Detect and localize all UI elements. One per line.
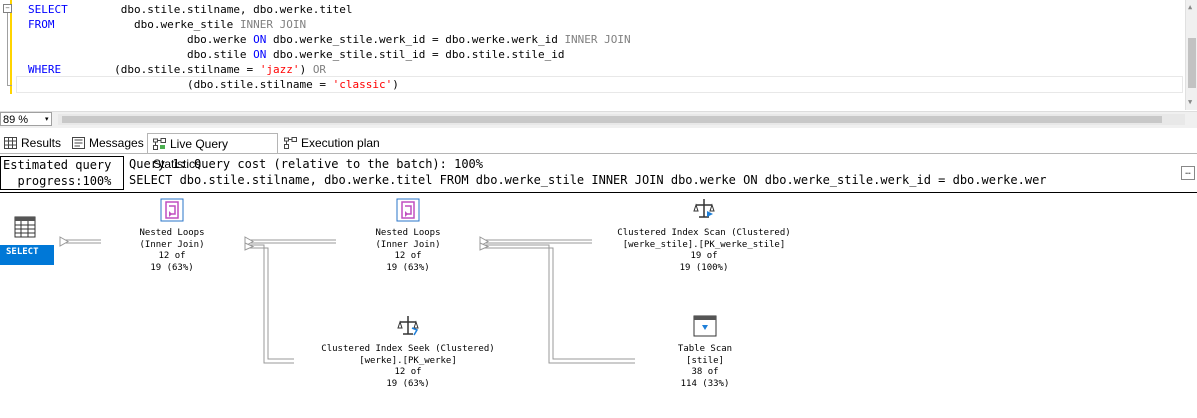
messages-icon — [72, 137, 85, 149]
query-cost: Query 1: Query cost (relative to the bat… — [129, 156, 1184, 172]
op-estimate: 19 (100%) — [592, 263, 816, 275]
live-stats-icon — [153, 138, 166, 150]
op-rows: 12 of — [348, 251, 468, 263]
zoom-select[interactable]: 89 % ▾ — [0, 112, 52, 126]
code-line-2[interactable]: FROM dbo.werke_stile INNER JOIN — [28, 17, 306, 32]
code-text: dbo.werke_stile.stil_id = dbo.stile.stil… — [266, 48, 564, 61]
code-text: dbo.stile.stilname, dbo.werke.titel — [68, 3, 353, 16]
fold-guide — [7, 13, 8, 85]
join-keyword: INNER JOIN — [240, 18, 306, 31]
nested-loops-label: Nested Loops(Inner Join)12 of19 (63%) — [348, 228, 468, 274]
code-line-4[interactable]: dbo.stile ON dbo.werke_stile.stil_id = d… — [28, 47, 564, 62]
or-keyword: OR — [313, 63, 326, 76]
scrollbar-thumb[interactable] — [1188, 38, 1196, 88]
estimated-progress: Estimated query progress:100% — [0, 156, 124, 190]
op-rows: 19 of — [592, 251, 816, 263]
op-name: Clustered Index Seek (Clustered) — [296, 344, 520, 356]
clustered-index-scan-label: Clustered Index Scan (Clustered)[werke_s… — [592, 228, 816, 274]
code-text: (dbo.stile.stilname = — [61, 63, 260, 76]
op-rows: 12 of — [112, 251, 232, 263]
tab-messages[interactable]: Messages — [72, 133, 144, 153]
op-name: Table Scan — [630, 344, 780, 356]
tab-label: Messages — [89, 136, 144, 150]
string-literal: 'jazz' — [260, 63, 300, 76]
keyword: ON — [253, 33, 266, 46]
execution-plan-diagram[interactable]: SELECT Nested Loops(Inner Join)12 of19 (… — [0, 193, 1197, 418]
nested-loops-icon[interactable] — [396, 198, 420, 222]
tab-label: Execution plan — [301, 136, 380, 150]
scroll-down-icon[interactable]: ▼ — [1188, 98, 1192, 106]
code-text: dbo.werke_stile — [55, 18, 240, 31]
expand-query-button[interactable]: … — [1181, 166, 1195, 180]
op-name: Nested Loops — [348, 228, 468, 240]
table-scan-icon[interactable] — [693, 315, 717, 337]
code-text: ) — [392, 78, 399, 91]
zoom-bar: 89 % ▾ — [0, 111, 1197, 128]
code-text: ) — [300, 63, 313, 76]
query-info: Query 1: Query cost (relative to the bat… — [126, 156, 1184, 190]
op-subtype: (Inner Join) — [348, 240, 468, 252]
tab-label: Results — [21, 136, 61, 150]
collapse-toggle[interactable]: − — [3, 4, 12, 13]
chevron-down-icon[interactable]: ▾ — [45, 113, 49, 127]
op-object: [stile] — [630, 356, 780, 368]
fold-guide-end — [7, 85, 12, 86]
nested-loops-label: Nested Loops(Inner Join)12 of19 (63%) — [112, 228, 232, 274]
code-text: dbo.werke_stile.werk_id = dbo.werke.werk… — [266, 33, 564, 46]
code-line-5[interactable]: WHERE (dbo.stile.stilname = 'jazz') OR — [28, 62, 326, 77]
op-rows: 12 of — [296, 367, 520, 379]
table-scan-label: Table Scan[stile]38 of114 (33%) — [630, 344, 780, 390]
tab-execution-plan[interactable]: Execution plan — [284, 133, 380, 153]
code-line-3[interactable]: dbo.werke ON dbo.werke_stile.werk_id = d… — [28, 32, 631, 47]
op-rows: 38 of — [630, 367, 780, 379]
join-keyword: INNER JOIN — [564, 33, 630, 46]
keyword: SELECT — [28, 3, 68, 16]
select-node-icon[interactable] — [14, 216, 36, 238]
tab-live-query-statistics[interactable]: Live Query Statistics — [147, 133, 278, 153]
scroll-up-icon[interactable]: ▲ — [1188, 3, 1192, 11]
code-text: (dbo.stile.stilname = — [28, 78, 333, 91]
keyword: ON — [253, 48, 266, 61]
plan-connectors — [0, 193, 1197, 418]
clustered-index-seek-label: Clustered Index Seek (Clustered)[werke].… — [296, 344, 520, 390]
keyword: WHERE — [28, 63, 61, 76]
execution-plan-icon — [284, 137, 297, 149]
op-estimate: 19 (63%) — [348, 263, 468, 275]
vertical-scrollbar[interactable] — [1185, 0, 1197, 110]
horizontal-scrollbar[interactable] — [58, 114, 1185, 125]
clustered-index-seek-icon[interactable] — [396, 314, 420, 338]
query-stats-header: Estimated query progress:100% Query 1: Q… — [0, 154, 1197, 193]
op-subtype: (Inner Join) — [112, 240, 232, 252]
op-estimate: 114 (33%) — [630, 379, 780, 391]
grid-icon — [4, 137, 17, 149]
op-name: Nested Loops — [112, 228, 232, 240]
query-text: SELECT dbo.stile.stilname, dbo.werke.tit… — [129, 172, 1184, 188]
code-text: dbo.werke — [28, 33, 253, 46]
select-node-label[interactable]: SELECT — [0, 245, 54, 265]
op-object: [werke].[PK_werke] — [296, 356, 520, 368]
string-literal: 'classic' — [333, 78, 393, 91]
op-estimate: 19 (63%) — [296, 379, 520, 391]
clustered-index-scan-icon[interactable] — [692, 197, 716, 221]
nested-loops-icon[interactable] — [160, 198, 184, 222]
zoom-value: 89 % — [3, 114, 28, 126]
code-line-6[interactable]: (dbo.stile.stilname = 'classic') — [28, 77, 399, 92]
code-line-1[interactable]: SELECT dbo.stile.stilname, dbo.werke.tit… — [28, 2, 353, 17]
code-text: dbo.stile — [28, 48, 253, 61]
op-object: [werke_stile].[PK_werke_stile] — [592, 240, 816, 252]
tab-results[interactable]: Results — [4, 133, 61, 153]
result-tabs: Results Messages Live Query Statistics E… — [0, 132, 1197, 154]
sql-editor[interactable]: − SELECT dbo.stile.stilname, dbo.werke.t… — [0, 0, 1197, 110]
keyword: FROM — [28, 18, 55, 31]
scrollbar-thumb[interactable] — [62, 116, 1162, 123]
op-estimate: 19 (63%) — [112, 263, 232, 275]
op-name: Clustered Index Scan (Clustered) — [592, 228, 816, 240]
change-indicator — [10, 0, 12, 94]
